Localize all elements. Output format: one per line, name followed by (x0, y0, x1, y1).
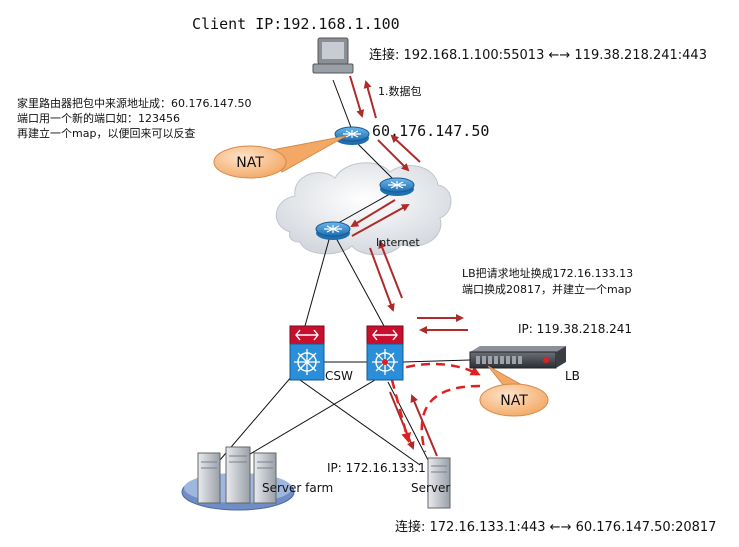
lb-nat-callout (479, 365, 549, 417)
load-balancer-icon (469, 346, 566, 369)
home-router-note-line-3: 再建立一个map，以便回来可以反查 (17, 126, 195, 140)
client-computer-icon (312, 37, 354, 74)
home-router-note-line-1: 家里路由器把包中来源地址成：60.176.147.50 (17, 96, 251, 110)
home-router-note-line-2: 端口用一个新的端口如：123456 (17, 111, 180, 125)
home-router-icon (334, 126, 370, 145)
internet-router-icon-1 (379, 177, 415, 196)
server-farm-icon (181, 446, 295, 511)
client-ip-label: Client IP:192.168.1.100 (192, 15, 400, 33)
lb-ip-label: IP: 119.38.218.241 (518, 322, 632, 336)
core-switch-icon-right (366, 325, 404, 381)
client-connection-label: 连接: 192.168.1.100:55013 ←→ 119.38.218.24… (369, 47, 707, 63)
server-icon (427, 457, 451, 509)
lb-device-label: LB (565, 369, 580, 383)
internet-label: Internet (376, 236, 420, 249)
topology-links (219, 79, 471, 466)
lb-note-line-1: LB把请求地址换成172.16.133.13 (462, 266, 633, 280)
server-ip-label: IP: 172.16.133.1 (327, 461, 426, 475)
server-label: Server (411, 481, 450, 495)
csw-label: CSW (325, 369, 353, 383)
lb-nat-label: NAT (500, 393, 528, 409)
lb-note-line-2: 端口换成20817，并建立一个map (462, 282, 631, 296)
core-switch-icon-left (289, 325, 325, 381)
packet-label: 1.数据包 (378, 84, 422, 98)
home-public-ip-label: 60.176.147.50 (372, 122, 489, 140)
home-nat-callout (213, 135, 347, 179)
internet-router-icon-2 (315, 221, 351, 240)
home-nat-label: NAT (236, 155, 264, 171)
server-farm-label: Server farm (262, 481, 333, 495)
server-connection-label: 连接: 172.16.133.1:443 ←→ 60.176.147.50:20… (395, 519, 716, 535)
lb-nat-path (390, 362, 481, 453)
